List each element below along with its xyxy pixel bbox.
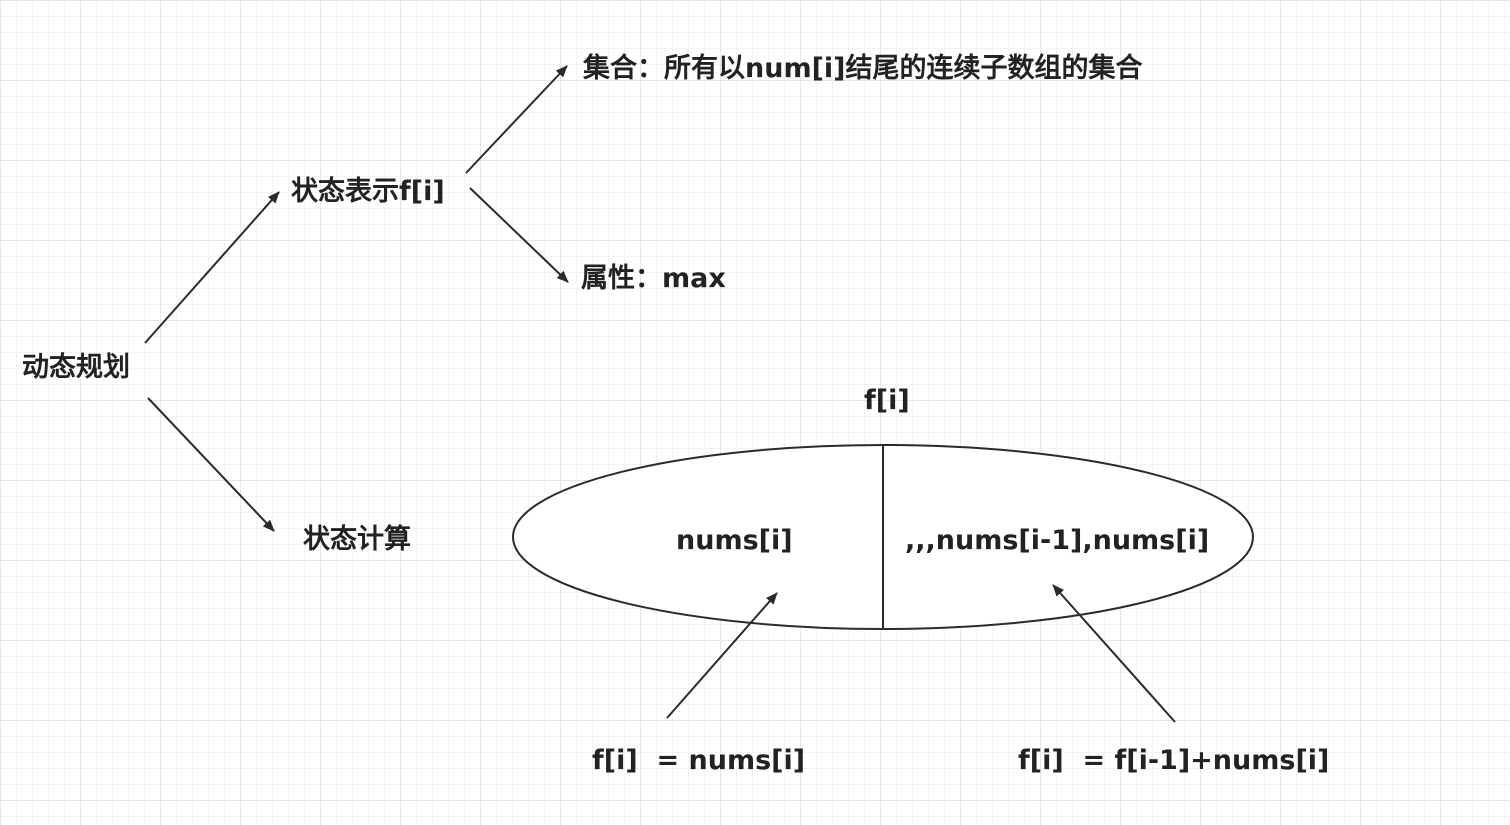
arrow-state-repr-to-attr [469, 187, 569, 283]
arrow-formula-left-to-left-half [666, 592, 778, 719]
arrow-root-to-state-repr [144, 191, 280, 344]
state-calc-label: 状态计算 [303, 524, 411, 555]
ellipse-title: f[i] [864, 385, 910, 416]
attr-label: 属性：max [581, 263, 726, 294]
right-half-label: ,,,nums[i-1],nums[i] [905, 525, 1210, 556]
state-repr-label: 状态表示f[i] [291, 176, 445, 207]
arrow-state-repr-to-set [465, 65, 568, 174]
formula-left: f[i] = nums[i] [592, 745, 806, 776]
left-half-label: nums[i] [676, 525, 793, 556]
arrow-formula-right-to-right-half [1052, 584, 1176, 723]
arrow-root-to-state-calc [147, 397, 275, 532]
root-label: 动态规划 [22, 352, 130, 383]
formula-right: f[i] = f[i-1]+nums[i] [1018, 745, 1330, 776]
set-label: 集合：所有以num[i]结尾的连续子数组的集合 [583, 53, 1143, 84]
